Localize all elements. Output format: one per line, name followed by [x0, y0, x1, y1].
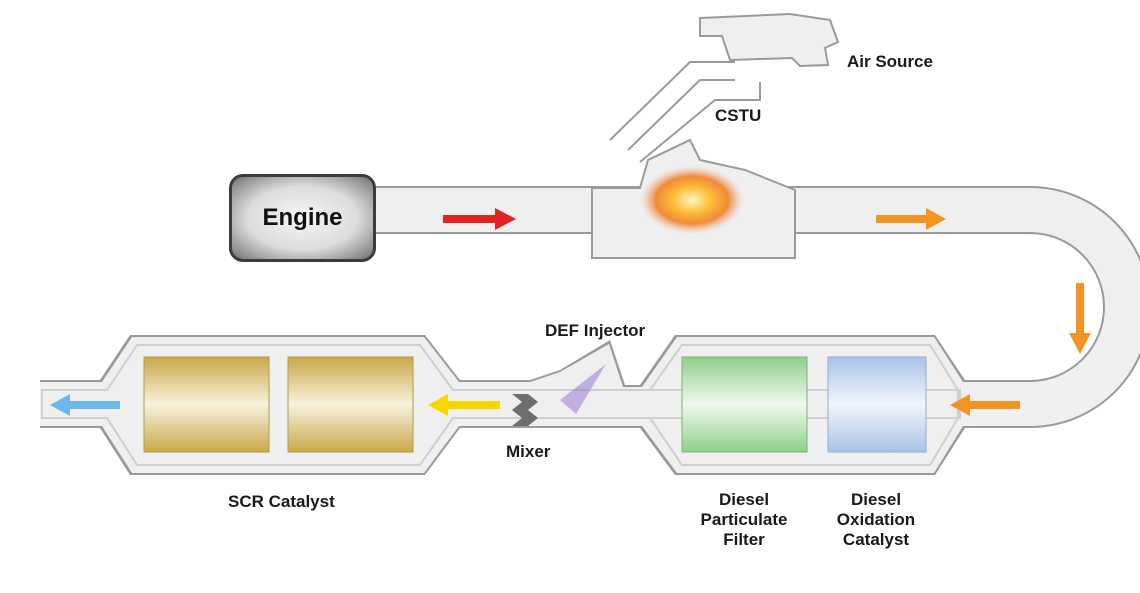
scr-block-2 — [287, 356, 414, 453]
flow-arrow-warm-2 — [1069, 283, 1091, 354]
lower-housing-inner — [41, 344, 961, 466]
engine-label: Engine — [262, 204, 343, 231]
flow-arrow-clean — [50, 394, 120, 416]
dpf-label-line1: Diesel — [718, 490, 770, 509]
doc-label-line3: Catalyst — [842, 530, 910, 549]
dpf-block — [681, 356, 808, 453]
exhaust-pipe — [375, 188, 1140, 426]
flow-arrow-warm-3 — [950, 394, 1020, 416]
doc-label-line2: Oxidation — [836, 510, 916, 529]
doc-block — [827, 356, 927, 453]
scr-block-1 — [143, 356, 270, 453]
scr-catalyst-label: SCR Catalyst — [228, 492, 335, 511]
flow-arrow-warm-1 — [876, 208, 946, 230]
mixer-icon — [512, 394, 538, 426]
flow-arrow-hot — [443, 208, 516, 230]
doc-label: Diesel Oxidation Catalyst — [822, 490, 930, 550]
air-source-unit — [699, 12, 840, 68]
dpf-label-line3: Filter — [723, 530, 765, 549]
flame-icon — [640, 166, 744, 234]
mixer-label: Mixer — [506, 442, 551, 461]
def-injector-label: DEF Injector — [545, 321, 646, 340]
cstu-label: CSTU — [715, 106, 762, 125]
air-feed-tube — [609, 61, 761, 163]
air-source-label: Air Source — [847, 52, 933, 71]
dpf-label-line2: Particulate — [700, 510, 788, 529]
dpf-label: Diesel Particulate Filter — [688, 490, 800, 550]
flow-arrow-def — [428, 394, 500, 416]
def-spray-icon — [560, 364, 606, 414]
engine-block: Engine — [229, 174, 376, 262]
doc-label-line1: Diesel — [850, 490, 902, 509]
